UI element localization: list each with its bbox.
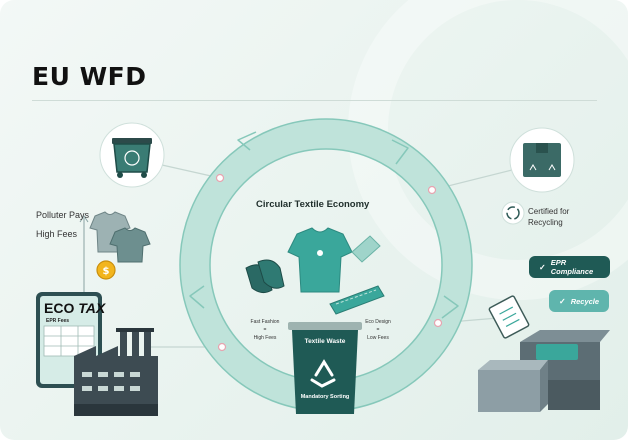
eco-design-label: Eco Design = Low Fees [358, 318, 398, 342]
ring-node-2 [427, 185, 437, 195]
epr-fees-label: EPR Fees [46, 318, 70, 324]
check-icon: ✓ [559, 296, 566, 306]
eco-tax-suffix: TAX [78, 300, 106, 316]
shirts-icon [89, 211, 151, 263]
bin-subtitle: Mandatory Sorting [300, 394, 350, 400]
factory-icon [74, 328, 158, 416]
check-icon: ✓ [539, 262, 546, 272]
recycle-badge: ✓ Recycle [549, 290, 609, 312]
polluter-pays-label: Polluter Pays [36, 210, 90, 220]
eco-design-line-2: Low Fees [367, 335, 389, 341]
ring-node-3 [433, 318, 443, 328]
eco-design-eq: = [376, 327, 380, 333]
fast-fashion-line-1: Fast Fashion [250, 319, 280, 325]
tshirt-icon [287, 227, 353, 293]
certified-line-1: Certified for [528, 207, 570, 216]
sneakers-icon [245, 259, 285, 294]
scarf-icon [329, 285, 385, 315]
certified-recycling-label: Certified for Recycling [528, 206, 569, 228]
page-title: EU WFD [32, 62, 147, 91]
eco-design-line-1: Eco Design [365, 319, 391, 325]
bin-title: Textile Waste [304, 338, 346, 345]
fabric-roll-icon [351, 235, 381, 263]
ring-title: Circular Textile Economy [256, 199, 370, 210]
ring-arrow-left [189, 285, 205, 309]
certified-line-2: Recycling [528, 218, 563, 227]
ring-arrow-right [441, 295, 459, 319]
waste-container-icon-circle [99, 122, 165, 188]
package-box-icon-circle [509, 127, 575, 193]
textile-waste-bin-icon [288, 322, 362, 414]
clipboard-checklist-icon [488, 295, 530, 339]
high-fees-label: High Fees [36, 229, 78, 239]
title-divider [32, 100, 597, 101]
recycle-label: Recycle [570, 296, 600, 306]
fast-fashion-line-2: High Fees [253, 335, 277, 341]
ring-arrow-top [391, 139, 409, 165]
svg-text:$: $ [103, 266, 110, 277]
epr-compliance-badge: ✓ EPR Compliance [529, 256, 610, 278]
ring-node-1 [215, 173, 225, 183]
fast-fashion-label: Fast Fashion = High Fees [243, 318, 287, 342]
coin-icon: $ [96, 260, 116, 280]
eco-tax-title: ECO TAX [44, 300, 105, 316]
ring-arrow-topleft [237, 131, 257, 151]
epr-compliance-label: EPR Compliance [550, 258, 594, 276]
arrow-up-icon [79, 215, 89, 300]
ring-node-4 [217, 342, 227, 352]
fast-fashion-eq: = [263, 327, 267, 333]
eco-tax-prefix: ECO [44, 300, 75, 316]
recycle-badge-icon [501, 201, 525, 225]
recycling-boxes-icon [478, 330, 610, 412]
